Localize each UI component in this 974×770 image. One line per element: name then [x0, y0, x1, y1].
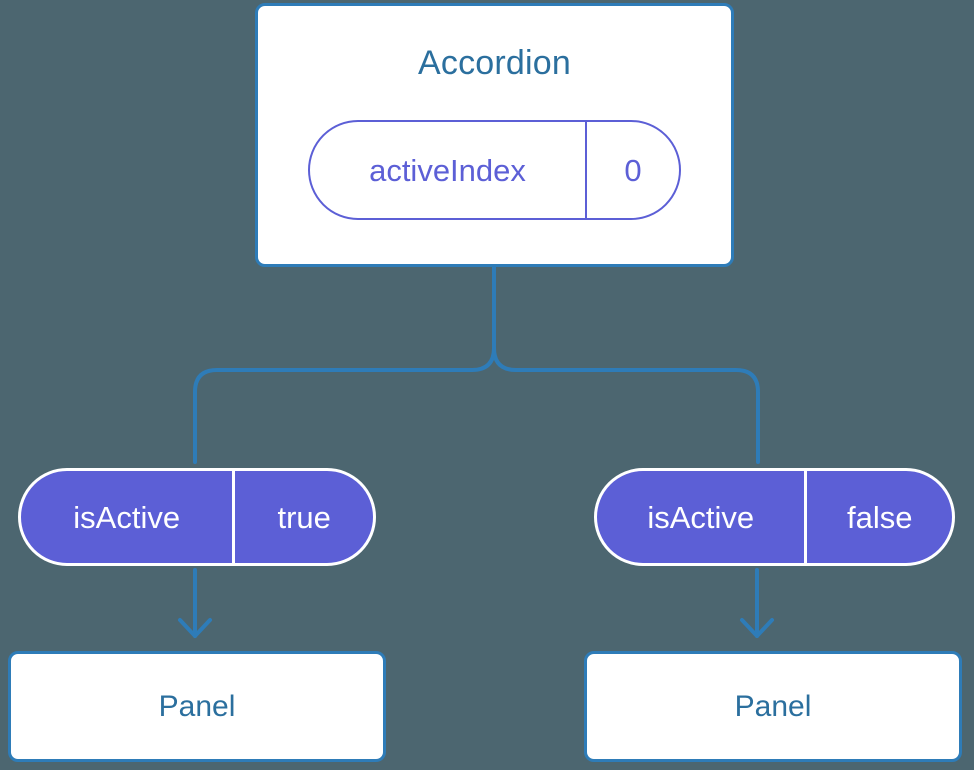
prop-chip-is-active-false[interactable]: isActive false [594, 468, 955, 566]
prop-chip-is-active-false-value: false [804, 471, 952, 563]
prop-chip-is-active-true[interactable]: isActive true [18, 468, 376, 566]
state-chip-active-index-key: activeIndex [369, 152, 526, 188]
panel-card-title-left: Panel [158, 689, 236, 723]
prop-chip-is-active-true-value: true [232, 471, 373, 563]
state-chip-active-index[interactable]: activeIndex 0 [308, 120, 681, 220]
prop-chip-is-active-true-key: isActive [73, 499, 181, 535]
accordion-card-title: Accordion [418, 44, 571, 82]
arrow-right-head-icon [740, 618, 774, 638]
panel-component-card-right[interactable]: Panel [584, 651, 962, 762]
panel-card-title-right: Panel [734, 689, 812, 723]
connector-branch-right [492, 346, 760, 464]
arrow-left-head-icon [178, 618, 212, 638]
state-chip-active-index-value: 0 [585, 122, 679, 218]
panel-component-card-left[interactable]: Panel [8, 651, 386, 762]
prop-chip-is-active-false-key: isActive [647, 499, 755, 535]
connector-branch-left [193, 346, 496, 464]
